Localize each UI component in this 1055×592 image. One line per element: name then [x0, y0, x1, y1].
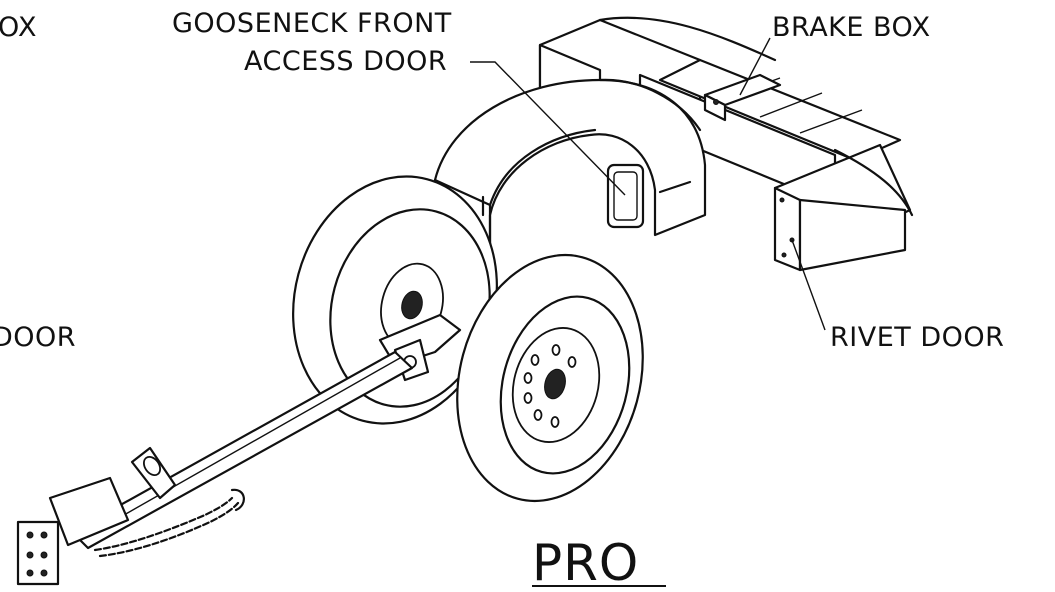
callout-rivet-door: RIVET DOOR: [830, 322, 1004, 353]
safety-chain: [93, 488, 245, 558]
fender-curve: [598, 16, 777, 62]
callout-gooseneck-line2: ACCESS DOOR: [244, 46, 447, 77]
callout-gooseneck-line1: GOOSENECK FRONT: [172, 8, 452, 39]
hitch-bolt: [26, 551, 34, 559]
chain-hook: [230, 488, 245, 512]
lifting-eye-hole: [142, 455, 162, 477]
gooseneck-leader: [470, 61, 626, 196]
lug-hole: [550, 416, 560, 428]
gooseneck-top-edge: [598, 78, 702, 132]
tow-bar: [16, 350, 414, 586]
lug-hole: [567, 356, 577, 368]
lug-hole: [551, 344, 561, 356]
gooseneck-access-door: [606, 163, 645, 229]
leader-lines: [470, 37, 826, 331]
callout-left-mid: DOOR: [0, 322, 76, 353]
front-wheel: [456, 253, 644, 503]
hitch-bolt: [26, 531, 34, 539]
rivet-door-leader: [791, 239, 826, 331]
front-hub-center: [544, 368, 566, 400]
rivet-door-box: [773, 143, 914, 272]
lug-hole: [523, 372, 533, 384]
coupler-plate: [48, 476, 130, 547]
rear-wheel: [292, 175, 498, 425]
gooseneck-inner-curve: [488, 128, 597, 207]
chain-links: [93, 496, 234, 552]
chain-links-2: [98, 501, 240, 558]
model-label: PRO: [532, 534, 639, 592]
gooseneck-slot: [658, 180, 692, 194]
hitch-plate: [16, 520, 60, 586]
rivet-door-panel: [773, 186, 802, 272]
callout-brake-box: BRAKE BOX: [772, 12, 931, 43]
access-door-inner: [613, 171, 638, 221]
right-box-face: [798, 198, 907, 272]
lug-hole: [523, 392, 533, 404]
hitch-bolt: [40, 569, 48, 577]
lug-hole: [533, 409, 543, 421]
brake-box-leader: [739, 37, 771, 96]
tow-bar-edge: [79, 357, 401, 541]
rivet-3: [781, 252, 787, 258]
hitch-bolt: [40, 531, 48, 539]
lug-holes: [523, 344, 577, 428]
hitch-bolt: [40, 551, 48, 559]
callouts: OX GOOSENECK FRONT ACCESS DOOR BRAKE BOX…: [0, 8, 1004, 592]
tow-bar-beam: [70, 350, 414, 550]
rivet-1: [779, 197, 785, 203]
hitch-bolt: [26, 569, 34, 577]
right-fender-curve: [833, 148, 914, 217]
callout-left-top: OX: [0, 12, 37, 43]
rear-hub-center: [401, 290, 423, 320]
brake-box-bolt: [713, 99, 719, 105]
lug-hole: [530, 354, 540, 366]
